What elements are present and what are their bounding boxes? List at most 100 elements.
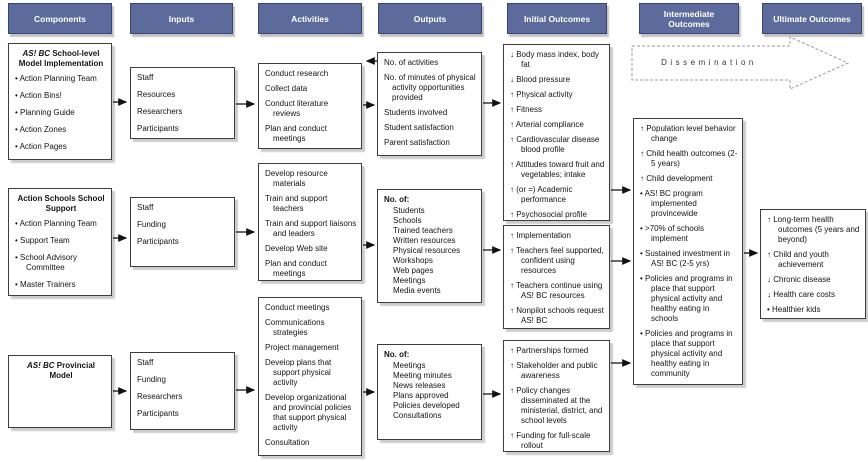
list-item: • Action Zones: [15, 125, 67, 134]
list-item: ↑ Child development: [640, 174, 713, 183]
list-item: Web pages: [393, 266, 434, 275]
list-item: • AS! BC program implemented provincewid…: [640, 189, 703, 218]
inputs-box-3: Staff Funding Researchers Participants: [130, 352, 235, 430]
header-ultimate-outcomes: Ultimate Outcomes: [762, 3, 862, 34]
initial-outcomes-box-2: ↑ Implementation ↑ Teachers feel support…: [503, 225, 610, 329]
list-item: ↑ Nonpilot schools request AS! BC: [510, 306, 604, 325]
list-item: Funding: [137, 375, 166, 384]
list-item: ↑ Cardiovascular disease blood profile: [510, 135, 600, 154]
outputs-box-3: No. of: Meetings Meeting minutes News re…: [377, 344, 482, 440]
list-item: • Master Trainers: [15, 280, 76, 289]
list-item: Student satisfaction: [384, 123, 454, 132]
list-item: Participants: [137, 409, 179, 418]
list-item: Collect data: [265, 84, 308, 93]
list-item: No. of activities: [384, 58, 439, 67]
list-item: ↑ Implementation: [510, 231, 571, 240]
list-item: ↑ Fitness: [510, 105, 543, 114]
list-item: ↑ Partnerships formed: [510, 346, 589, 355]
list-item: • Planning Guide: [15, 108, 75, 117]
list-item: ↑ Funding for full-scale rollout: [510, 431, 591, 450]
list-item: Students involved: [384, 108, 448, 117]
list-item: Participants: [137, 237, 179, 246]
list-item: Staff: [137, 73, 154, 82]
header-inputs: Inputs: [130, 3, 233, 34]
list-item: Meetings: [393, 361, 426, 370]
initial-outcomes-box-1: ↓ Body mass index, body fat ↓ Blood pres…: [503, 44, 610, 221]
list-item: Project management: [265, 343, 339, 352]
list-item: Parent satisfaction: [384, 138, 450, 147]
list-item: ↑ Long-term health outcomes (5 years and…: [767, 215, 860, 244]
list-item: Consultations: [393, 411, 442, 420]
list-item: Funding: [137, 220, 166, 229]
list-item: • Action Planning Team: [15, 74, 97, 83]
activities-box-2: Develop resource materials Train and sup…: [258, 163, 362, 281]
inputs-box-2: Staff Funding Participants: [130, 197, 235, 267]
list-item: ↑ Child and youth achievement: [767, 250, 829, 269]
list-item: ↓ Blood pressure: [510, 75, 571, 84]
list-item: ↑ Psychosocial profile: [510, 210, 587, 219]
list-item: • School Advisory Committee: [15, 253, 77, 272]
list-item: Develop organizational and provincial po…: [265, 393, 352, 432]
list-item: Written resources: [393, 236, 456, 245]
list-item: No. of minutes of physical activity oppo…: [384, 73, 476, 102]
list-item: ↑ Policy changes disseminated at the min…: [510, 386, 603, 425]
list-item: Participants: [137, 124, 179, 133]
list-item: Policies developed: [393, 401, 460, 410]
list-item: ↑ Child health outcomes (2-5 years): [640, 149, 738, 168]
list-item: ↓ Health care costs: [767, 290, 836, 299]
inputs-box-1: Staff Resources Researchers Participants: [130, 67, 235, 139]
list-item: ↑ Stakeholder and public awareness: [510, 361, 598, 380]
list-item: Train and support teachers: [265, 194, 328, 213]
list-item: ↑ Population level behavior change: [640, 124, 736, 143]
list-item: ↑ Teachers continue using AS! BC resourc…: [510, 281, 603, 300]
list-item: • Policies and programs in place that su…: [640, 274, 733, 323]
list-item: ↑ Teachers feel supported, confident usi…: [510, 246, 604, 275]
ultimate-outcomes-box: ↑ Long-term health outcomes (5 years and…: [760, 209, 866, 319]
list-item: • Action Bins!: [15, 91, 62, 100]
list-item: Develop resource materials: [265, 169, 328, 188]
list-item: • Healthier kids: [767, 305, 821, 314]
box-title: No. of:: [384, 195, 410, 204]
list-item: Develop plans that support physical acti…: [265, 358, 332, 387]
list-item: Staff: [137, 203, 154, 212]
list-item: Researchers: [137, 107, 183, 116]
list-item: ↓ Chronic disease: [767, 275, 831, 284]
activities-box-3: Conduct meetings Communications strategi…: [258, 297, 362, 456]
header-activities: Activities: [258, 3, 362, 34]
list-item: Consultation: [265, 438, 310, 447]
list-item: Meeting minutes: [393, 371, 452, 380]
list-item: Staff: [137, 358, 154, 367]
box-title: AS! BC School-level Model Implementation: [18, 49, 104, 68]
list-item: ↑ Arterial compliance: [510, 120, 584, 129]
list-item: Students: [393, 206, 425, 215]
list-item: Develop Web site: [265, 244, 328, 253]
list-item: Physical resources: [393, 246, 461, 255]
header-initial-outcomes: Initial Outcomes: [507, 3, 607, 34]
list-item: Plan and conduct meetings: [265, 124, 327, 143]
list-item: Resources: [137, 90, 176, 99]
header-components: Components: [8, 3, 112, 34]
list-item: • Policies and programs in place that su…: [640, 329, 733, 378]
list-item: Workshops: [393, 256, 433, 265]
list-item: News releases: [393, 381, 446, 390]
components-provincial-model-box: AS! BC Provincial Model: [8, 355, 112, 428]
outputs-box-2: No. of: Students Schools Trained teacher…: [377, 189, 482, 303]
list-item: • Support Team: [15, 236, 70, 245]
list-item: • Action Pages: [15, 142, 67, 151]
outputs-box-1: No. of activities No. of minutes of phys…: [377, 52, 482, 156]
list-item: Plan and conduct meetings: [265, 259, 327, 278]
box-title: No. of:: [384, 350, 410, 359]
list-item: Researchers: [137, 392, 183, 401]
list-item: Schools: [393, 216, 422, 225]
components-school-support-box: Action Schools School Support • Action P…: [8, 188, 112, 296]
list-item: Meetings: [393, 276, 426, 285]
list-item: Trained teachers: [393, 226, 453, 235]
list-item: Conduct literature reviews: [265, 99, 329, 118]
list-item: • Sustained investment in AS! BC (2-5 yr…: [640, 249, 730, 268]
list-item: Media events: [393, 286, 441, 295]
initial-outcomes-box-3: ↑ Partnerships formed ↑ Stakeholder and …: [503, 340, 610, 452]
list-item: Train and support liaisons and leaders: [265, 219, 357, 238]
activities-box-1: Conduct research Collect data Conduct li…: [258, 63, 362, 149]
header-intermediate-outcomes: Intermediate Outcomes: [639, 3, 739, 34]
